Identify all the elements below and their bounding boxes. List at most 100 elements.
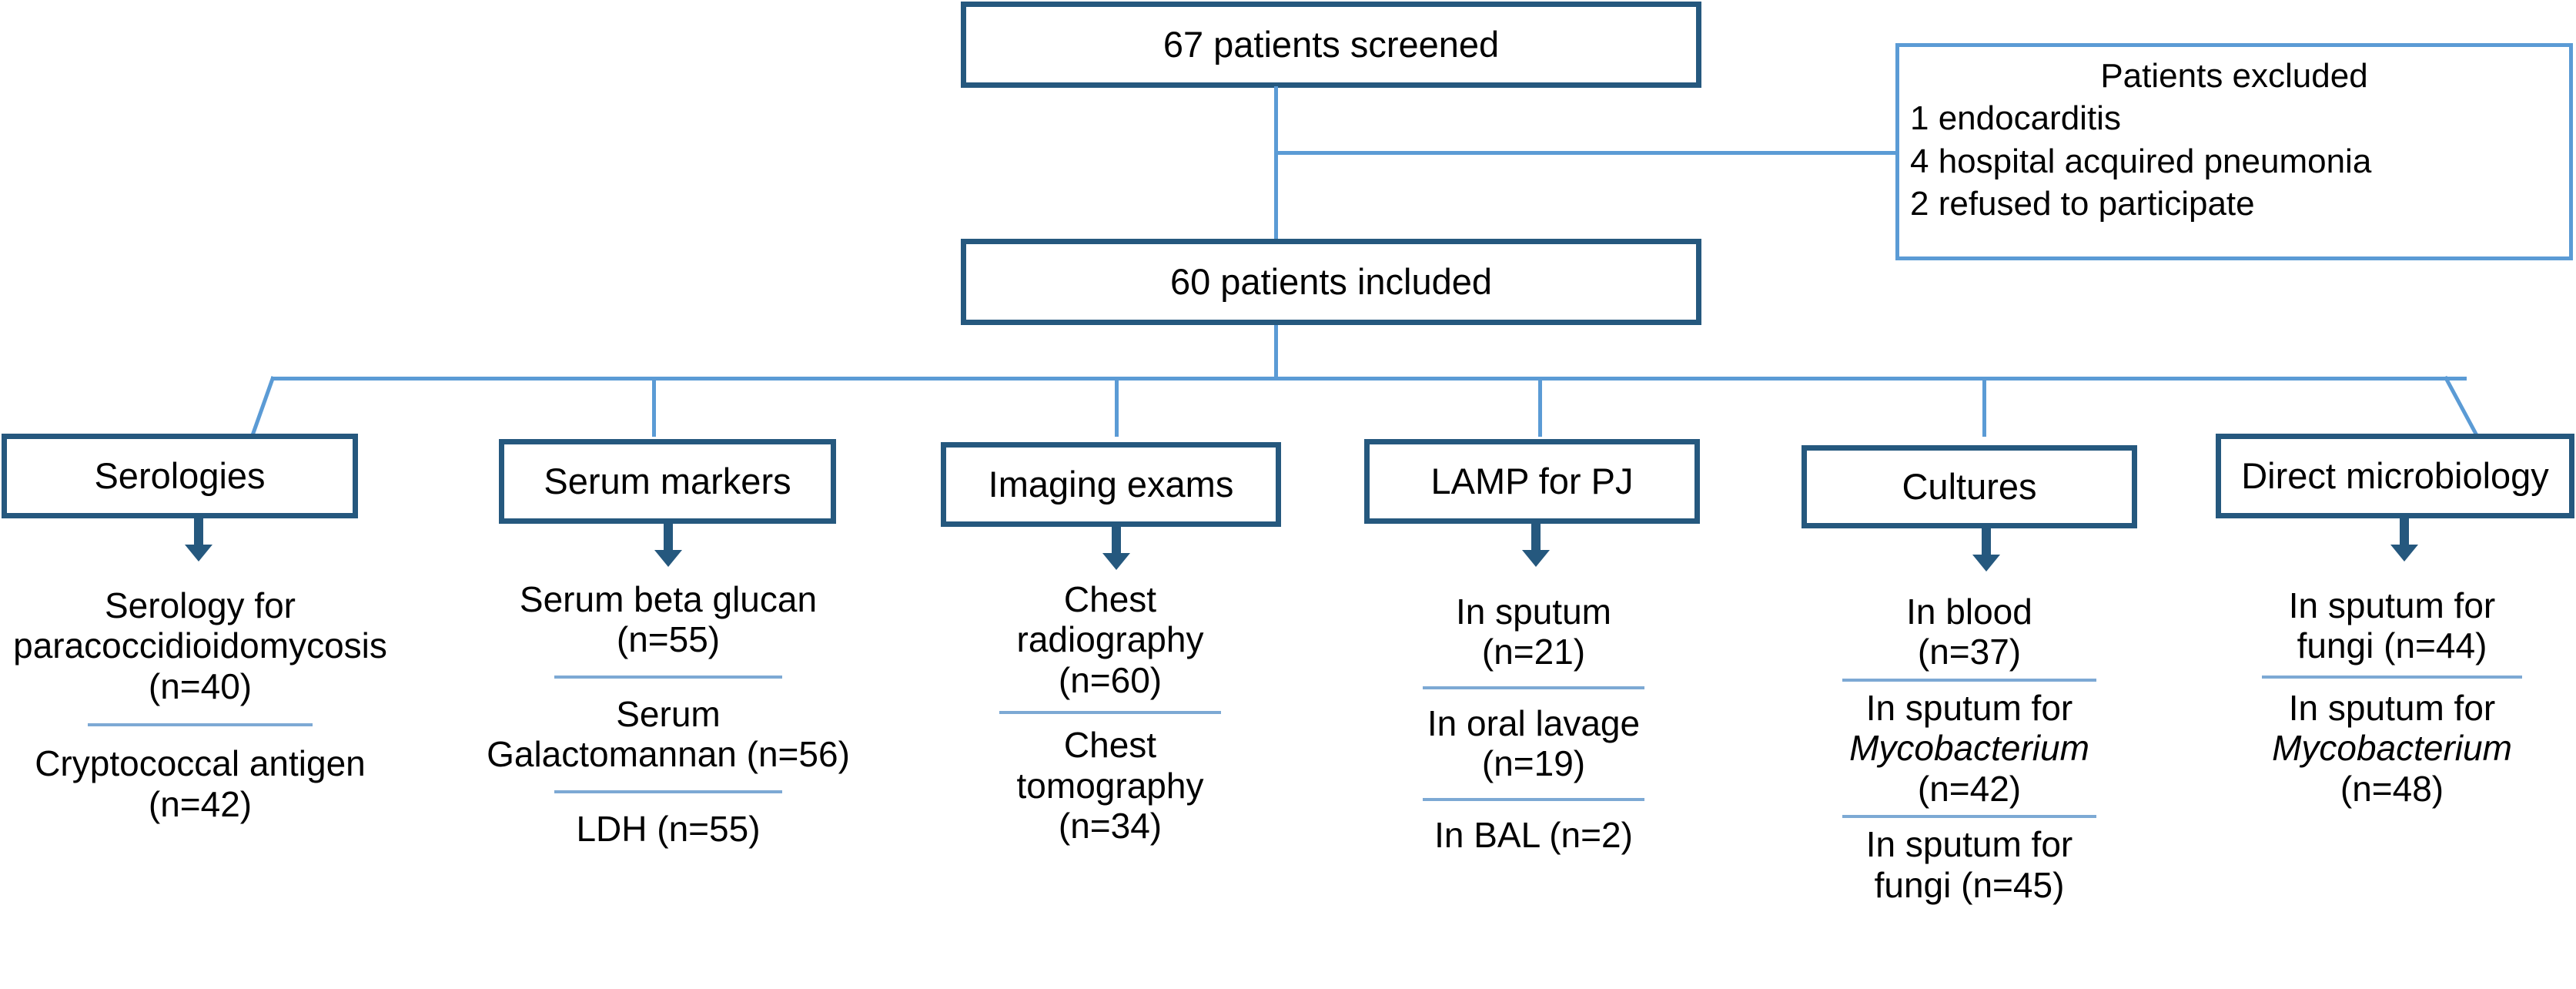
serologies-header: Serologies (94, 454, 266, 496)
serum-markers-entry-2-line-0: LDH (n=55) (576, 808, 761, 849)
connector-drop-serologies (250, 376, 276, 436)
arrow-down-icon-imaging-exams (1102, 527, 1130, 570)
patients-excluded-line-2: 4 hospital acquired pneumonia (1910, 142, 2372, 180)
list-item: In sputum for Mycobacterium (n=42) (1785, 688, 2154, 809)
patients-excluded-line-1: 1 endocarditis (1910, 99, 2121, 138)
imaging-exams-entry-1-line-2: (n=34) (1058, 806, 1163, 847)
box-patients-excluded: Patients excluded 1 endocarditis 4 hospi… (1895, 43, 2573, 260)
imaging-exams-header: Imaging exams (988, 463, 1234, 505)
lamp-entry-1-line-0: In oral lavage (1427, 702, 1641, 743)
list-separator (554, 675, 782, 679)
list-separator (88, 723, 313, 727)
arrow-down-icon-direct-microbiology (2390, 518, 2418, 562)
connector-drop-direct-microbiology (2443, 375, 2480, 438)
serologies-entry-1-line-1: (n=42) (148, 783, 253, 824)
lamp-entry-1-line-1: (n=19) (1481, 743, 1586, 784)
lamp-entry-0-line-0: In sputum (1456, 592, 1611, 632)
imaging-exams-entry-0-line-0: Chest (1063, 579, 1157, 619)
serologies-entry-0-line-1: paracoccidioidomycosis (13, 625, 387, 666)
list-item: In BAL (n=2) (1349, 815, 1718, 855)
list-item: Chest tomography (n=34) (918, 725, 1303, 846)
patients-excluded-body: Patients excluded 1 endocarditis 4 hospi… (1899, 47, 2569, 226)
list-separator (1842, 815, 2096, 819)
serum-markers-entry-0-line-1: (n=55) (616, 619, 721, 660)
list-item: In oral lavage (n=19) (1349, 703, 1718, 784)
box-imaging-exams: Imaging exams (941, 442, 1281, 527)
list-separator (554, 790, 782, 793)
list-item: Chest radiography (n=60) (918, 579, 1303, 700)
arrow-down-icon-cultures (1972, 528, 2000, 572)
list-item: Serology for paracoccidioidomycosis (n=4… (0, 585, 400, 706)
list-lamp-for-pj: In sputum (n=21) In oral lavage (n=19) I… (1349, 592, 1718, 855)
lamp-entry-2-line-0: In BAL (n=2) (1434, 814, 1633, 855)
imaging-exams-entry-0-line-2: (n=60) (1058, 659, 1163, 700)
connector-drop-cultures (1982, 377, 1986, 437)
list-direct-microbiology: In sputum for fungi (n=44) In sputum for… (2208, 585, 2576, 809)
cultures-header: Cultures (1902, 465, 2037, 507)
list-serum-markers: Serum beta glucan (n=55) Serum Galactoma… (468, 579, 868, 849)
direct-microbiology-entry-0-line-1: fungi (n=44) (2297, 625, 2487, 666)
direct-microbiology-entry-1-line-1: Mycobacterium (2272, 728, 2512, 769)
patients-screened-label: 67 patients screened (1163, 23, 1500, 65)
list-item: In sputum (n=21) (1349, 592, 1718, 672)
arrow-down-icon-serum-markers (654, 524, 682, 567)
cultures-entry-2-line-0: In sputum for (1865, 824, 2073, 865)
cultures-entry-0-line-0: In blood (1906, 592, 2032, 632)
list-item: Serum beta glucan (n=55) (468, 579, 868, 660)
connector-distribution-bar (271, 377, 2467, 381)
patients-excluded-line-3: 2 refused to participate (1910, 185, 2255, 223)
cultures-entry-1-line-1: Mycobacterium (1849, 728, 2089, 769)
imaging-exams-entry-0-line-1: radiography (1016, 619, 1204, 660)
direct-microbiology-entry-1-line-0: In sputum for (2288, 687, 2496, 728)
list-item: In sputum for Mycobacterium (n=48) (2208, 688, 2576, 809)
direct-microbiology-entry-1-line-2: (n=48) (2340, 768, 2444, 809)
arrow-down-icon-lamp (1522, 524, 1550, 567)
direct-microbiology-header: Direct microbiology (2241, 454, 2549, 496)
connector-drop-lamp (1538, 377, 1542, 437)
box-serologies: Serologies (2, 434, 358, 518)
list-item: Serum Galactomannan (n=56) (468, 694, 868, 775)
connector-screened-trunk (1274, 86, 1278, 239)
connector-drop-serum-markers (652, 377, 656, 437)
list-item: In blood (n=37) (1785, 592, 2154, 672)
list-separator (1423, 797, 1644, 801)
connector-drop-imaging-exams (1115, 377, 1119, 437)
box-patients-included: 60 patients included (961, 239, 1701, 325)
list-separator (1842, 678, 2096, 682)
list-item: In sputum for fungi (n=45) (1785, 824, 2154, 905)
box-direct-microbiology: Direct microbiology (2216, 434, 2574, 518)
serum-markers-entry-0-line-0: Serum beta glucan (519, 579, 818, 619)
list-imaging-exams: Chest radiography (n=60) Chest tomograph… (918, 579, 1303, 847)
cultures-entry-1-line-2: (n=42) (1917, 768, 2022, 809)
serum-markers-header: Serum markers (544, 460, 791, 501)
serologies-entry-1-line-0: Cryptococcal antigen (35, 743, 366, 784)
list-separator (1423, 686, 1644, 689)
lamp-for-pj-header: LAMP for PJ (1430, 460, 1634, 501)
serologies-entry-0-line-2: (n=40) (148, 665, 253, 706)
box-lamp-for-pj: LAMP for PJ (1364, 439, 1700, 524)
serum-markers-entry-1-line-1: Galactomannan (n=56) (487, 734, 850, 775)
cultures-entry-2-line-1: fungi (n=45) (1874, 864, 2065, 905)
connector-included-trunk (1274, 325, 1278, 379)
list-item: LDH (n=55) (468, 809, 868, 849)
box-patients-screened: 67 patients screened (961, 2, 1701, 88)
list-separator (999, 711, 1221, 715)
patients-excluded-title: Patients excluded (2100, 57, 2368, 95)
direct-microbiology-entry-0-line-0: In sputum for (2288, 585, 2496, 625)
list-cultures: In blood (n=37) In sputum for Mycobacter… (1785, 592, 2154, 905)
box-cultures: Cultures (1802, 445, 2137, 528)
list-item: In sputum for fungi (n=44) (2208, 585, 2576, 666)
arrow-down-icon-serologies (185, 518, 212, 562)
patients-included-label: 60 patients included (1169, 260, 1493, 302)
cultures-entry-1-line-0: In sputum for (1865, 687, 2073, 728)
serum-markers-entry-1-line-0: Serum (616, 693, 721, 734)
imaging-exams-entry-1-line-1: tomography (1016, 765, 1204, 806)
box-serum-markers: Serum markers (499, 439, 836, 524)
list-separator (2262, 675, 2522, 679)
connector-to-excluded (1274, 151, 1898, 155)
imaging-exams-entry-1-line-0: Chest (1063, 725, 1157, 766)
cultures-entry-0-line-1: (n=37) (1917, 632, 2022, 672)
serologies-entry-0-line-0: Serology for (104, 585, 296, 625)
lamp-entry-0-line-1: (n=21) (1481, 632, 1586, 672)
